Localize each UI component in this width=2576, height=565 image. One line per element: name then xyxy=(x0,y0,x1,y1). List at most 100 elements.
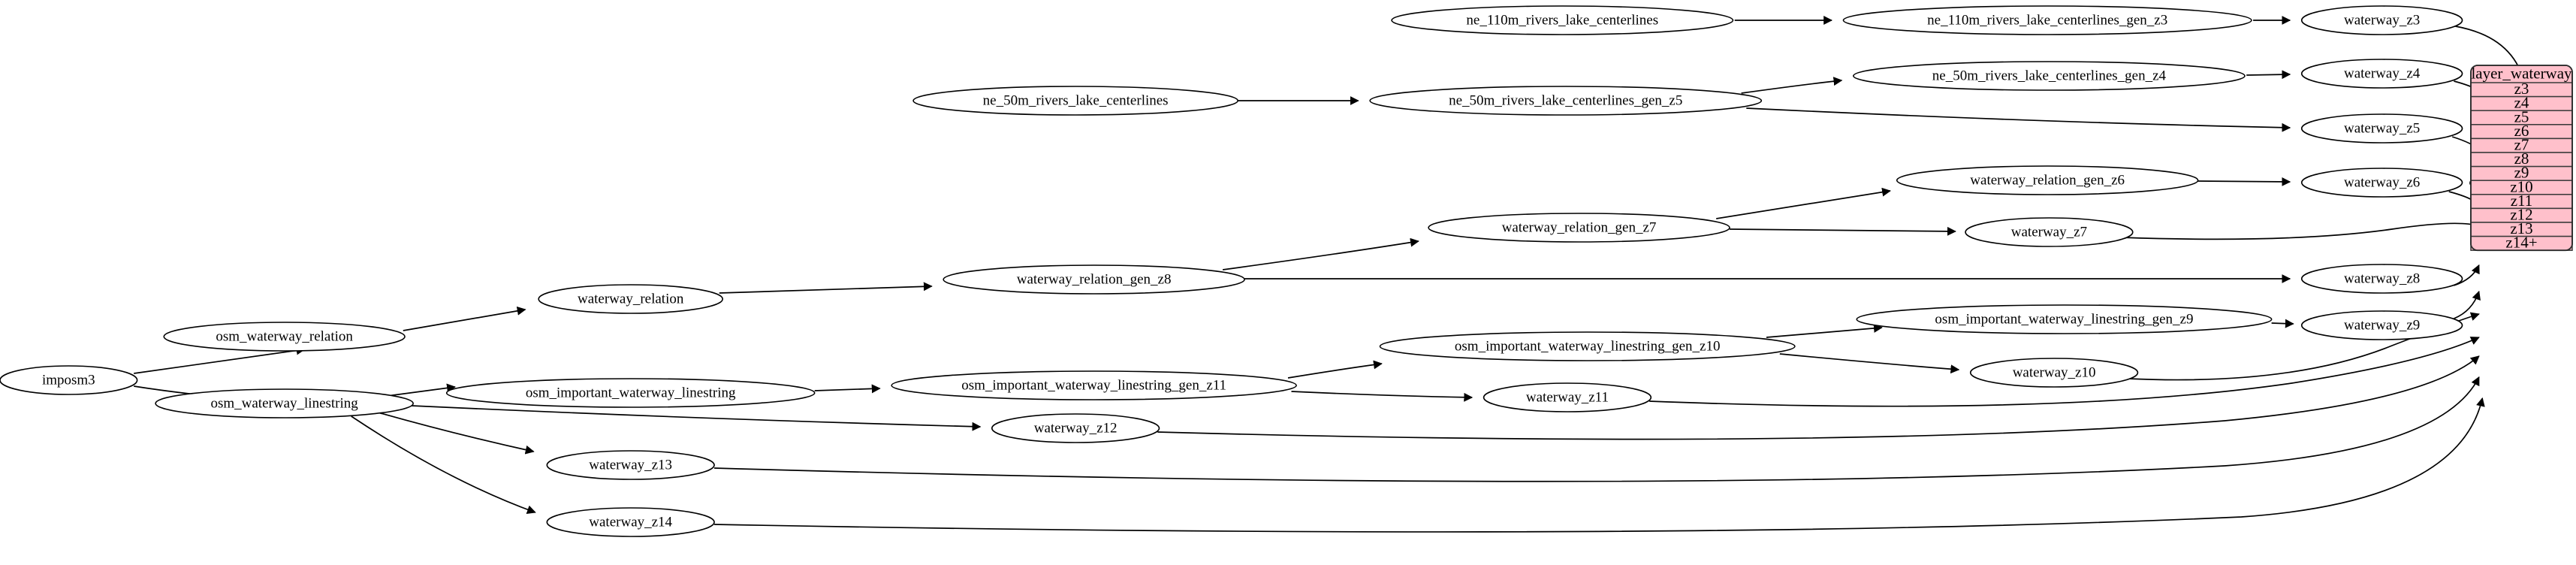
edge-osm_waterway_linestring-to-waterway_z14 xyxy=(351,415,536,514)
graph-node-waterway_z12[interactable]: waterway_z12 xyxy=(991,413,1160,443)
edge-waterway_relation_gen_z8-to-gen_z7 xyxy=(1222,237,1419,270)
edge-gen_z6-to-waterway_z6 xyxy=(2197,177,2291,186)
edge-osm_waterway_linestring-to-waterway_z13 xyxy=(378,412,535,455)
node-shape xyxy=(546,507,715,537)
graph-node-ne_110m_rivers_lake_centerlines[interactable]: ne_110m_rivers_lake_centerlines xyxy=(1391,5,1734,35)
node-shape xyxy=(155,388,414,418)
edge-waterway_z9-to-row-z9 xyxy=(2454,290,2481,319)
layer-table-title: layer_waterway xyxy=(2471,64,2572,82)
layer-table-outline xyxy=(2470,65,2573,252)
graph-node-osm_important_waterway_linestring_gen_z11[interactable]: osm_important_waterway_linestring_gen_z1… xyxy=(891,370,1297,400)
graph-node-ne_50m_rivers_lake_centerlines_gen_z5[interactable]: ne_50m_rivers_lake_centerlines_gen_z5 xyxy=(1369,86,1763,116)
layer-table-row-label: z13 xyxy=(2510,219,2532,237)
graph-node-osm_important_waterway_linestring_gen_z9[interactable]: osm_important_waterway_linestring_gen_z9 xyxy=(1856,304,2273,334)
graph-node-waterway_z5[interactable]: waterway_z5 xyxy=(2300,113,2463,144)
edge-waterway_relation-to-waterway_relation_gen_z8 xyxy=(719,282,933,294)
graph-node-waterway_z6[interactable]: waterway_z6 xyxy=(2300,168,2463,198)
edge-imposm3-to-osm_waterway_relation xyxy=(134,346,306,374)
layer-table-row-label: z7 xyxy=(2514,136,2529,154)
node-shape xyxy=(1969,358,2139,388)
edge-waterway_z7-to-row-z7 xyxy=(2121,219,2480,240)
node-shape xyxy=(1428,213,1730,243)
graph-node-waterway_z8[interactable]: waterway_z8 xyxy=(2300,264,2463,294)
graph-node-waterway_z14[interactable]: waterway_z14 xyxy=(546,507,715,537)
graph-node-waterway_relation_gen_z8[interactable]: waterway_relation_gen_z8 xyxy=(943,264,1245,295)
node-shape xyxy=(2300,113,2463,144)
edge-gen_z10-to-gen_z9 xyxy=(1766,324,1883,338)
edge-waterway_z13-to-row-z13 xyxy=(713,376,2480,482)
node-shape xyxy=(1856,304,2273,334)
edge-osm_waterway_relation-to-waterway_relation xyxy=(403,306,526,331)
layer-table-row-label: z4 xyxy=(2514,94,2529,112)
layer-table-row-label: z9 xyxy=(2514,164,2529,182)
graph-node-waterway_z4[interactable]: waterway_z4 xyxy=(2300,59,2463,89)
node-shape xyxy=(912,86,1238,116)
graph-node-osm_important_waterway_linestring_gen_z10[interactable]: osm_important_waterway_linestring_gen_z1… xyxy=(1379,331,1796,361)
graph-node-ne_110m_rivers_lake_centerlines_gen_z3[interactable]: ne_110m_rivers_lake_centerlines_gen_z3 xyxy=(1842,5,2252,35)
graph-node-osm_waterway_linestring[interactable]: osm_waterway_linestring xyxy=(155,388,414,418)
graph-node-waterway_z3[interactable]: waterway_z3 xyxy=(2300,5,2463,35)
node-shape xyxy=(1965,217,2134,247)
edge-gen_z11-to-gen_z10 xyxy=(1287,360,1383,379)
node-shape xyxy=(991,413,1160,443)
graph-node-osm_waterway_relation[interactable]: osm_waterway_relation xyxy=(163,322,406,352)
layer-table-row-label: z6 xyxy=(2514,122,2529,140)
edge-gen_z9-to-waterway_z9 xyxy=(2271,319,2294,328)
graph-node-waterway_z11[interactable]: waterway_z11 xyxy=(1483,382,1652,412)
graph-node-imposm3[interactable]: imposm3 xyxy=(0,365,138,395)
node-shape xyxy=(163,322,406,352)
node-shape xyxy=(943,264,1245,295)
node-shape xyxy=(1391,5,1734,35)
edge-gen_z7-to-waterway_z7 xyxy=(1729,226,1956,236)
graph-node-waterway_z10[interactable]: waterway_z10 xyxy=(1969,358,2139,388)
node-shape xyxy=(2300,59,2463,89)
layer-table-row-label: z8 xyxy=(2514,150,2529,168)
graph-node-waterway_z13[interactable]: waterway_z13 xyxy=(546,450,715,480)
edge-gen_z11-to-waterway_z11 xyxy=(1291,391,1474,402)
layer-table-row-label: z12 xyxy=(2510,206,2532,224)
graph-node-waterway_z7[interactable]: waterway_z7 xyxy=(1965,217,2134,247)
graph-node-waterway_relation_gen_z6[interactable]: waterway_relation_gen_z6 xyxy=(1896,165,2199,195)
edge-ne50m_gen_z4-to-waterway_z4 xyxy=(2246,70,2291,80)
edge-ne50m_gen_z5-to-waterway_z5 xyxy=(1746,107,2291,132)
node-shape xyxy=(538,284,723,314)
node-shape xyxy=(0,365,138,395)
node-shape xyxy=(546,450,715,480)
graph-node-osm_important_waterway_linestring[interactable]: osm_important_waterway_linestring xyxy=(445,378,816,408)
node-shape xyxy=(445,378,816,408)
node-shape xyxy=(1842,5,2252,35)
node-shape xyxy=(1483,382,1652,412)
edge-waterway_z14-to-row-z14plus xyxy=(713,397,2485,533)
nodes-layer: imposm3 osm_waterway_relation osm_waterway… xyxy=(0,5,2463,537)
edge-gen_z10-to-waterway_z10 xyxy=(1779,353,1960,374)
layer-table-row-label: z5 xyxy=(2514,107,2529,125)
edge-gen_z7-to-gen_z6 xyxy=(1716,187,1891,219)
node-shape xyxy=(1379,331,1796,361)
edge-osm_important_waterway_linestring-to-gen_z11 xyxy=(814,384,881,394)
graph-node-ne_50m_rivers_lake_centerlines[interactable]: ne_50m_rivers_lake_centerlines xyxy=(912,86,1238,116)
node-shape xyxy=(2300,5,2463,35)
edge-osm_waterway_linestring-to-osm_important_waterway_linestring xyxy=(381,383,456,397)
node-shape xyxy=(2300,168,2463,198)
edge-osm_waterway_linestring-to-waterway_z12 xyxy=(411,405,982,431)
edges-layer xyxy=(134,16,2527,533)
graph-node-waterway_z9[interactable]: waterway_z9 xyxy=(2300,310,2463,340)
node-shape xyxy=(1896,165,2199,195)
layer-table-row-label: z3 xyxy=(2514,80,2529,98)
edge-waterway_z12-to-row-z12 xyxy=(1157,355,2480,440)
node-shape xyxy=(1369,86,1763,116)
graph-node-waterway_relation[interactable]: waterway_relation xyxy=(538,284,723,314)
edge-ne50m_gen_z5-to-gen_z4 xyxy=(1741,77,1843,94)
layer-table-row-label: z14+ xyxy=(2505,234,2537,252)
node-shape xyxy=(891,370,1297,400)
node-shape xyxy=(1853,61,2246,91)
layer-waterway-table[interactable]: layer_waterwayz3z4z5z6z7z8z9z10z11z12z13… xyxy=(2470,64,2573,252)
node-shape xyxy=(2300,310,2463,340)
layer-table-row-label: z10 xyxy=(2510,177,2532,195)
graph-node-ne_50m_rivers_lake_centerlines_gen_z4[interactable]: ne_50m_rivers_lake_centerlines_gen_z4 xyxy=(1853,61,2246,91)
layer-table-row-label: z11 xyxy=(2511,192,2533,210)
node-shape xyxy=(2300,264,2463,294)
graph-node-waterway_relation_gen_z7[interactable]: waterway_relation_gen_z7 xyxy=(1428,213,1730,243)
